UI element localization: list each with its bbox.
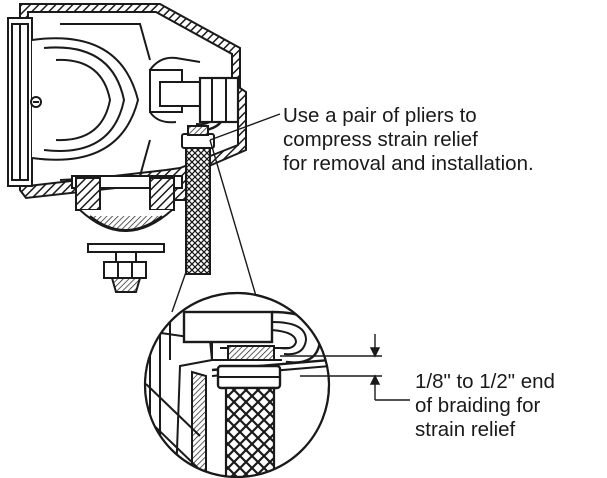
zoom-line-right [209, 139, 257, 297]
leader-lines [171, 113, 281, 313]
detail-crimp [227, 345, 275, 361]
braiding-instruction-line-2: of braiding for [415, 394, 541, 417]
grommet-left [75, 177, 101, 211]
grommet-right [149, 177, 175, 211]
pliers-instruction-line-1: Use a pair of pliers to [283, 104, 477, 127]
leader-pliers [209, 113, 281, 141]
zoom-line-left [171, 271, 187, 313]
detail-braid [224, 386, 276, 477]
braided-cable [181, 125, 215, 275]
detail-connector [182, 310, 274, 344]
braiding-instruction: 1/8" to 1/2" end of braiding for strain … [415, 370, 555, 442]
detail-magnifier [143, 291, 331, 478]
mounting-base [71, 175, 183, 293]
dimension-marker [280, 334, 410, 401]
nut [103, 261, 147, 279]
strain-relief-small [181, 133, 215, 149]
braiding-instruction-line-1: 1/8" to 1/2" end [415, 370, 555, 393]
plug [198, 76, 240, 124]
bolt-thread [110, 277, 142, 293]
pliers-instruction: Use a pair of pliers to compress strain … [283, 104, 534, 176]
pliers-instruction-line-3: for removal and installation. [283, 152, 534, 175]
braiding-instruction-line-3: strain relief [415, 418, 516, 441]
pliers-instruction-line-2: compress strain relief [283, 128, 478, 151]
